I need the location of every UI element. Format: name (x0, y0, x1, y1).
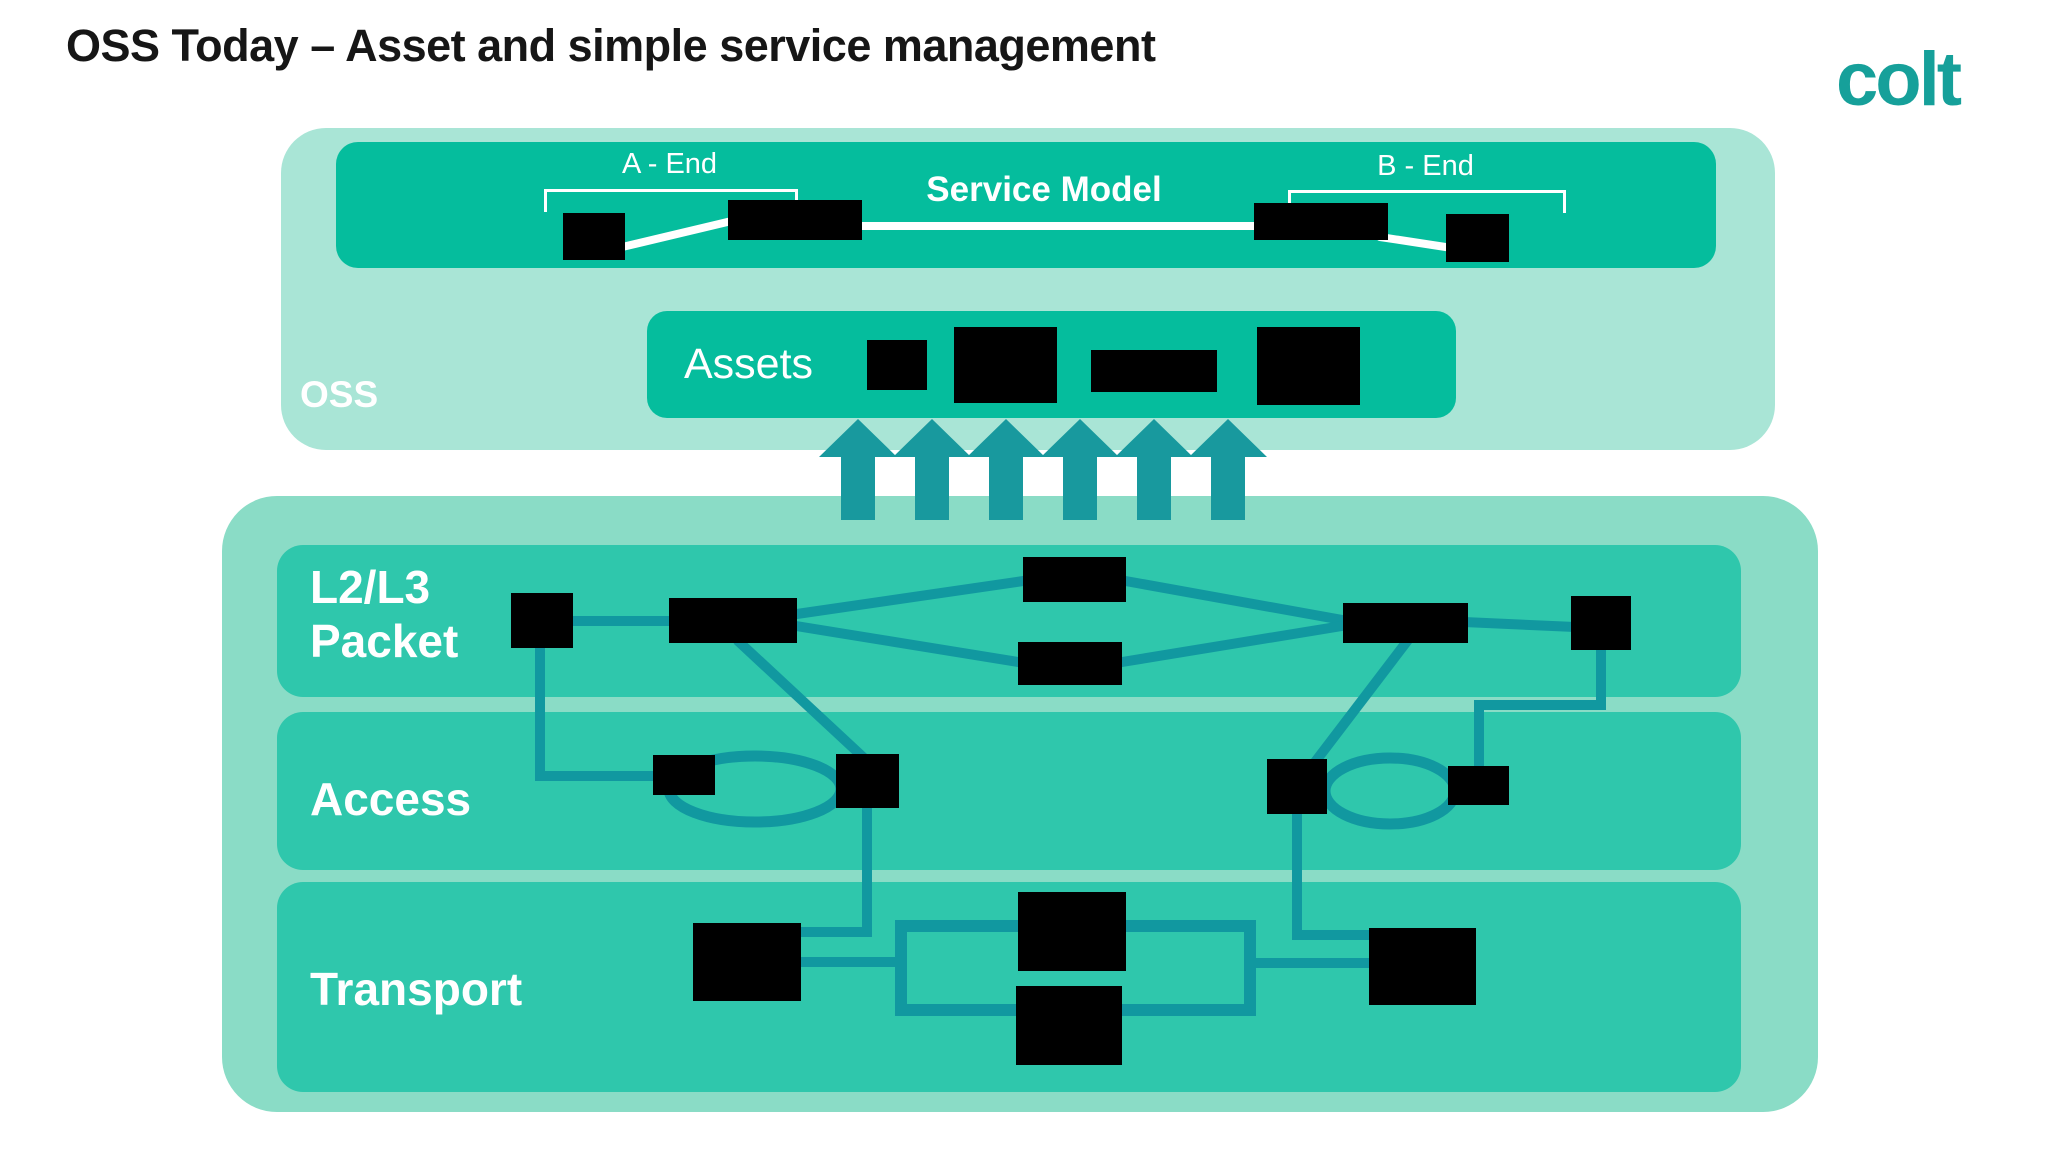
access-label: Access (310, 773, 472, 825)
b-end-label: B - End (1377, 150, 1474, 182)
a-end-bracket (544, 189, 798, 212)
slide-title: OSS Today – Asset and simple service man… (66, 20, 1156, 71)
service-model-title: Service Model (926, 170, 1162, 209)
transport-label: Transport (310, 963, 523, 1015)
assets-label: Assets (684, 340, 814, 388)
l2l3-label-line1: L2/L3 (310, 561, 431, 613)
access-layer (277, 712, 1741, 870)
oss-label: OSS (300, 374, 379, 415)
l2l3-packet-layer (277, 545, 1741, 697)
b-end-bracket (1288, 190, 1566, 213)
colt-logo: colt (1836, 37, 1962, 122)
a-end-label: A - End (621, 148, 718, 180)
l2l3-label-line2: Packet (310, 615, 459, 667)
